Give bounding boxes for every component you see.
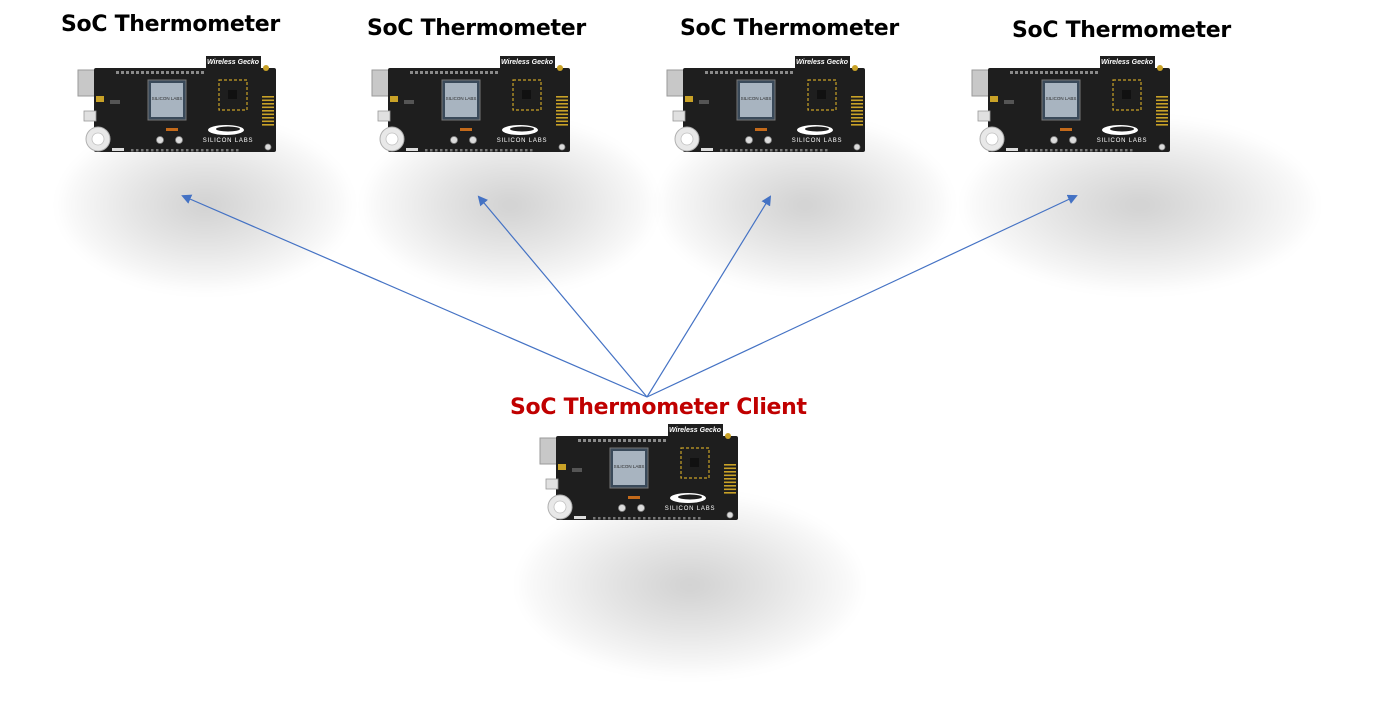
server-label-4: SoC Thermometer	[1012, 18, 1231, 43]
logo-text: SILICON LABS	[497, 138, 548, 144]
chip-label-text: SILICON LABS	[741, 96, 772, 101]
chip-label-text: SILICON LABS	[446, 96, 477, 101]
board-brand-text: Wireless Gecko	[1101, 59, 1154, 66]
server-label-2: SoC Thermometer	[367, 16, 586, 41]
logo-text: SILICON LABS	[792, 138, 843, 144]
chip-label-text: SILICON LABS	[1046, 96, 1077, 101]
logo-text: SILICON LABS	[203, 138, 254, 144]
board-brand-text: Wireless Gecko	[796, 59, 849, 66]
chip-label-text: SILICON LABS	[152, 96, 183, 101]
board-shadow	[520, 495, 860, 675]
logo-text: SILICON LABS	[665, 506, 716, 512]
server-label-1: SoC Thermometer	[61, 12, 280, 37]
server-label-3: SoC Thermometer	[680, 16, 899, 41]
client-label: SoC Thermometer Client	[510, 395, 807, 420]
chip-label-text: SILICON LABS	[614, 464, 645, 469]
board-brand-text: Wireless Gecko	[669, 427, 722, 434]
board-brand-text: Wireless Gecko	[207, 59, 260, 66]
logo-text: SILICON LABS	[1097, 138, 1148, 144]
board-brand-text: Wireless Gecko	[501, 59, 554, 66]
